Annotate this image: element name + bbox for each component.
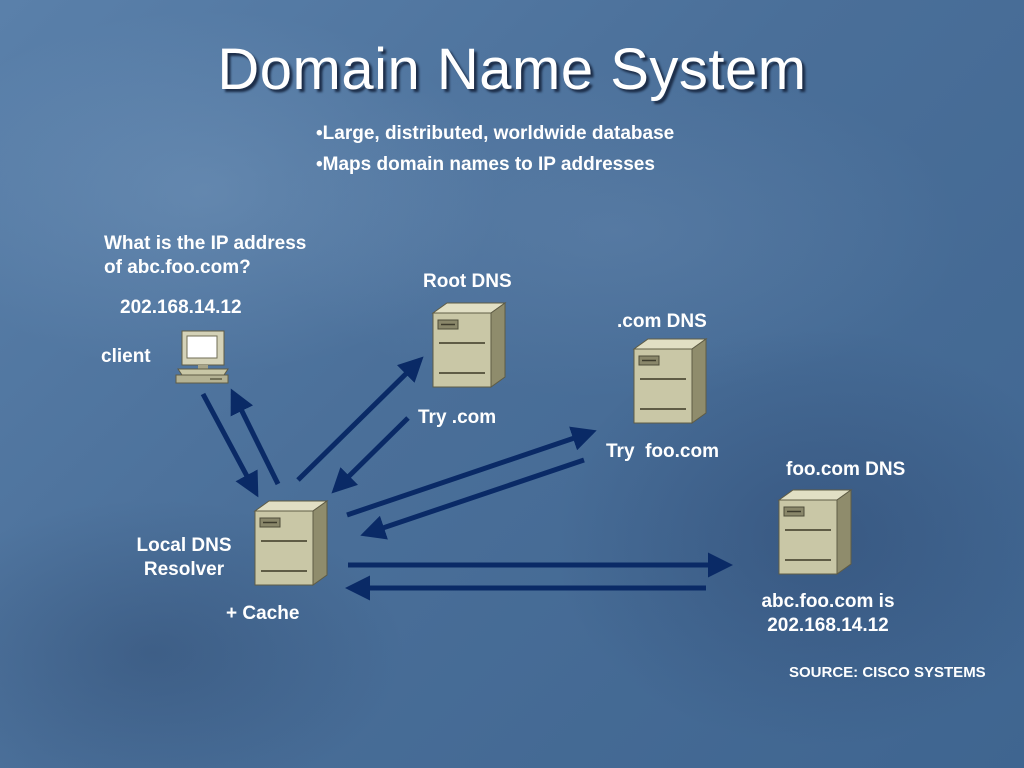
foo-dns-label: foo.com DNS: [786, 459, 906, 480]
arrow-resolver-to-com: [346, 426, 597, 518]
query-question: What is the IP address of abc.foo.com?: [104, 232, 306, 280]
arrow-resolver-to-client: [230, 388, 281, 486]
bullet-list: Large, distributed, worldwide database M…: [316, 118, 675, 180]
computer-icon: [175, 330, 229, 384]
query-question-line: What is the IP address: [104, 233, 307, 254]
local-resolver-label: Local DNS Resolver: [114, 534, 254, 582]
server-icon: [254, 500, 328, 586]
source-credit: SOURCE: CISCO SYSTEMS: [789, 664, 986, 681]
foo-dns-reply-line: abc.foo.com is: [761, 591, 895, 612]
slide-title: Domain Name System: [217, 37, 807, 102]
bullet-item: Large, distributed, worldwide database: [316, 118, 675, 149]
arrow-com-to-resolver: [360, 457, 585, 540]
resolver-cache-label: + Cache: [226, 603, 300, 624]
com-dns-label: .com DNS: [617, 311, 707, 332]
foo-dns-reply: abc.foo.com is 202.168.14.12: [736, 590, 920, 638]
client-label: client: [101, 346, 151, 367]
com-dns-reply: Try foo.com: [606, 441, 719, 462]
server-icon: [778, 489, 852, 575]
arrow-client-to-resolver: [200, 392, 259, 498]
local-resolver-label-line: Local DNS: [136, 535, 232, 556]
client-ip: 202.168.14.12: [120, 297, 242, 318]
local-resolver-label-line: Resolver: [143, 559, 225, 580]
foo-dns-reply-line: 202.168.14.12: [767, 615, 889, 636]
query-question-line: of abc.foo.com?: [104, 257, 251, 278]
server-icon: [633, 338, 707, 424]
arrow-resolver-to-root: [296, 356, 424, 482]
arrow-root-to-resolver: [331, 416, 410, 494]
bullet-item: Maps domain names to IP addresses: [316, 149, 674, 180]
root-dns-label: Root DNS: [423, 271, 512, 292]
root-dns-reply: Try .com: [418, 407, 497, 428]
arrows: [200, 356, 733, 601]
server-icon: [432, 302, 506, 388]
